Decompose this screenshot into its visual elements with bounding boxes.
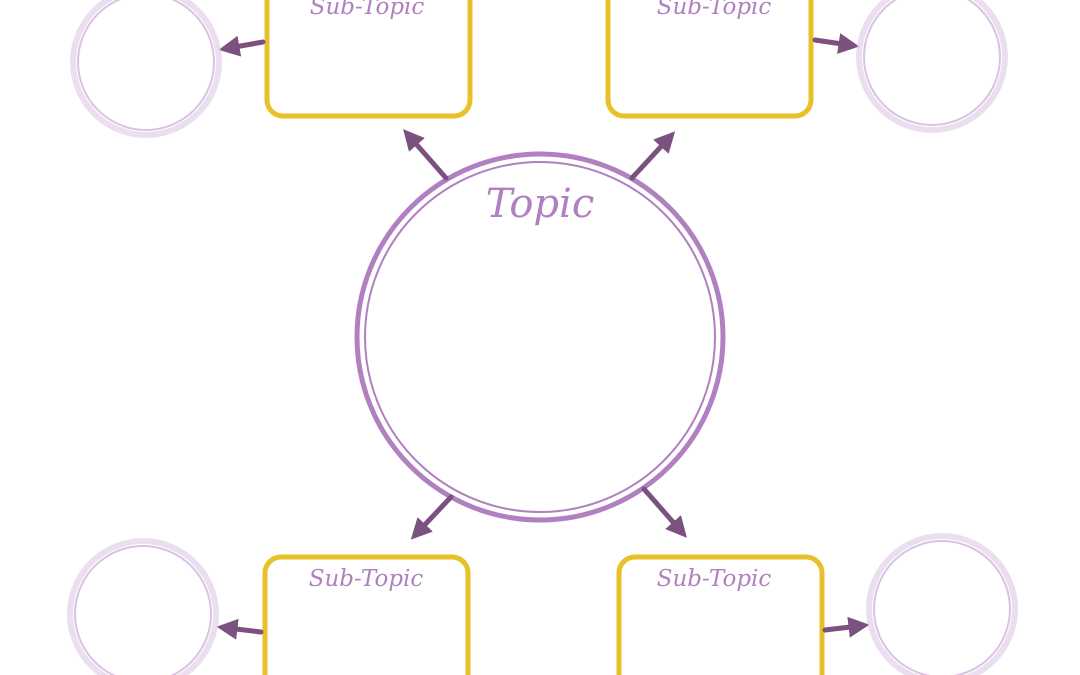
arrow-topic-to-subtopic-top-left <box>403 129 449 181</box>
topic-circle-inner <box>364 161 716 513</box>
subtopic-label: Sub-Topic <box>310 0 425 20</box>
detail-circle-ring <box>863 0 1001 126</box>
subtopic-box-top-left[interactable]: Sub-Topic <box>264 0 473 119</box>
arrow-topic-to-subtopic-top-right <box>629 131 676 181</box>
detail-circle-ring <box>873 540 1011 675</box>
subtopic-frame <box>262 554 471 675</box>
detail-circle-top-left[interactable] <box>70 0 222 138</box>
subtopic-label: Sub-Topic <box>657 0 772 20</box>
subtopic-frame <box>616 554 825 675</box>
subtopic-frame <box>264 0 473 119</box>
detail-circle-bottom-left[interactable] <box>67 538 219 675</box>
subtopic-frame <box>605 0 814 119</box>
detail-circle-glow <box>856 0 1008 133</box>
subtopic-box-bottom-right[interactable]: Sub-Topic <box>616 554 825 675</box>
detail-circle-bottom-right[interactable] <box>866 533 1018 675</box>
topic-circle-outer <box>354 151 726 523</box>
subtopic-box-top-right[interactable]: Sub-Topic <box>605 0 814 119</box>
detail-circle-ring <box>74 545 212 675</box>
subtopic-label: Sub-Topic <box>309 566 424 592</box>
topic-node[interactable]: Topic <box>354 151 726 523</box>
subtopic-box-bottom-left[interactable]: Sub-Topic <box>262 554 471 675</box>
arrow-subtopic-to-detail-bottom-left <box>216 618 264 640</box>
detail-circle-top-right[interactable] <box>856 0 1008 133</box>
detail-circle-glow <box>67 538 219 675</box>
arrow-topic-to-subtopic-bottom-left <box>410 494 454 540</box>
detail-circle-glow <box>70 0 222 138</box>
detail-circle-ring <box>77 0 215 131</box>
detail-circle-glow <box>866 533 1018 675</box>
arrow-subtopic-to-detail-top-right <box>812 33 860 54</box>
arrow-subtopic-to-detail-top-left <box>218 35 266 57</box>
subtopic-label: Sub-Topic <box>657 566 772 592</box>
topic-label: Topic <box>486 181 594 227</box>
arrow-subtopic-to-detail-bottom-right <box>822 616 870 638</box>
arrow-topic-to-subtopic-bottom-right <box>641 486 687 538</box>
